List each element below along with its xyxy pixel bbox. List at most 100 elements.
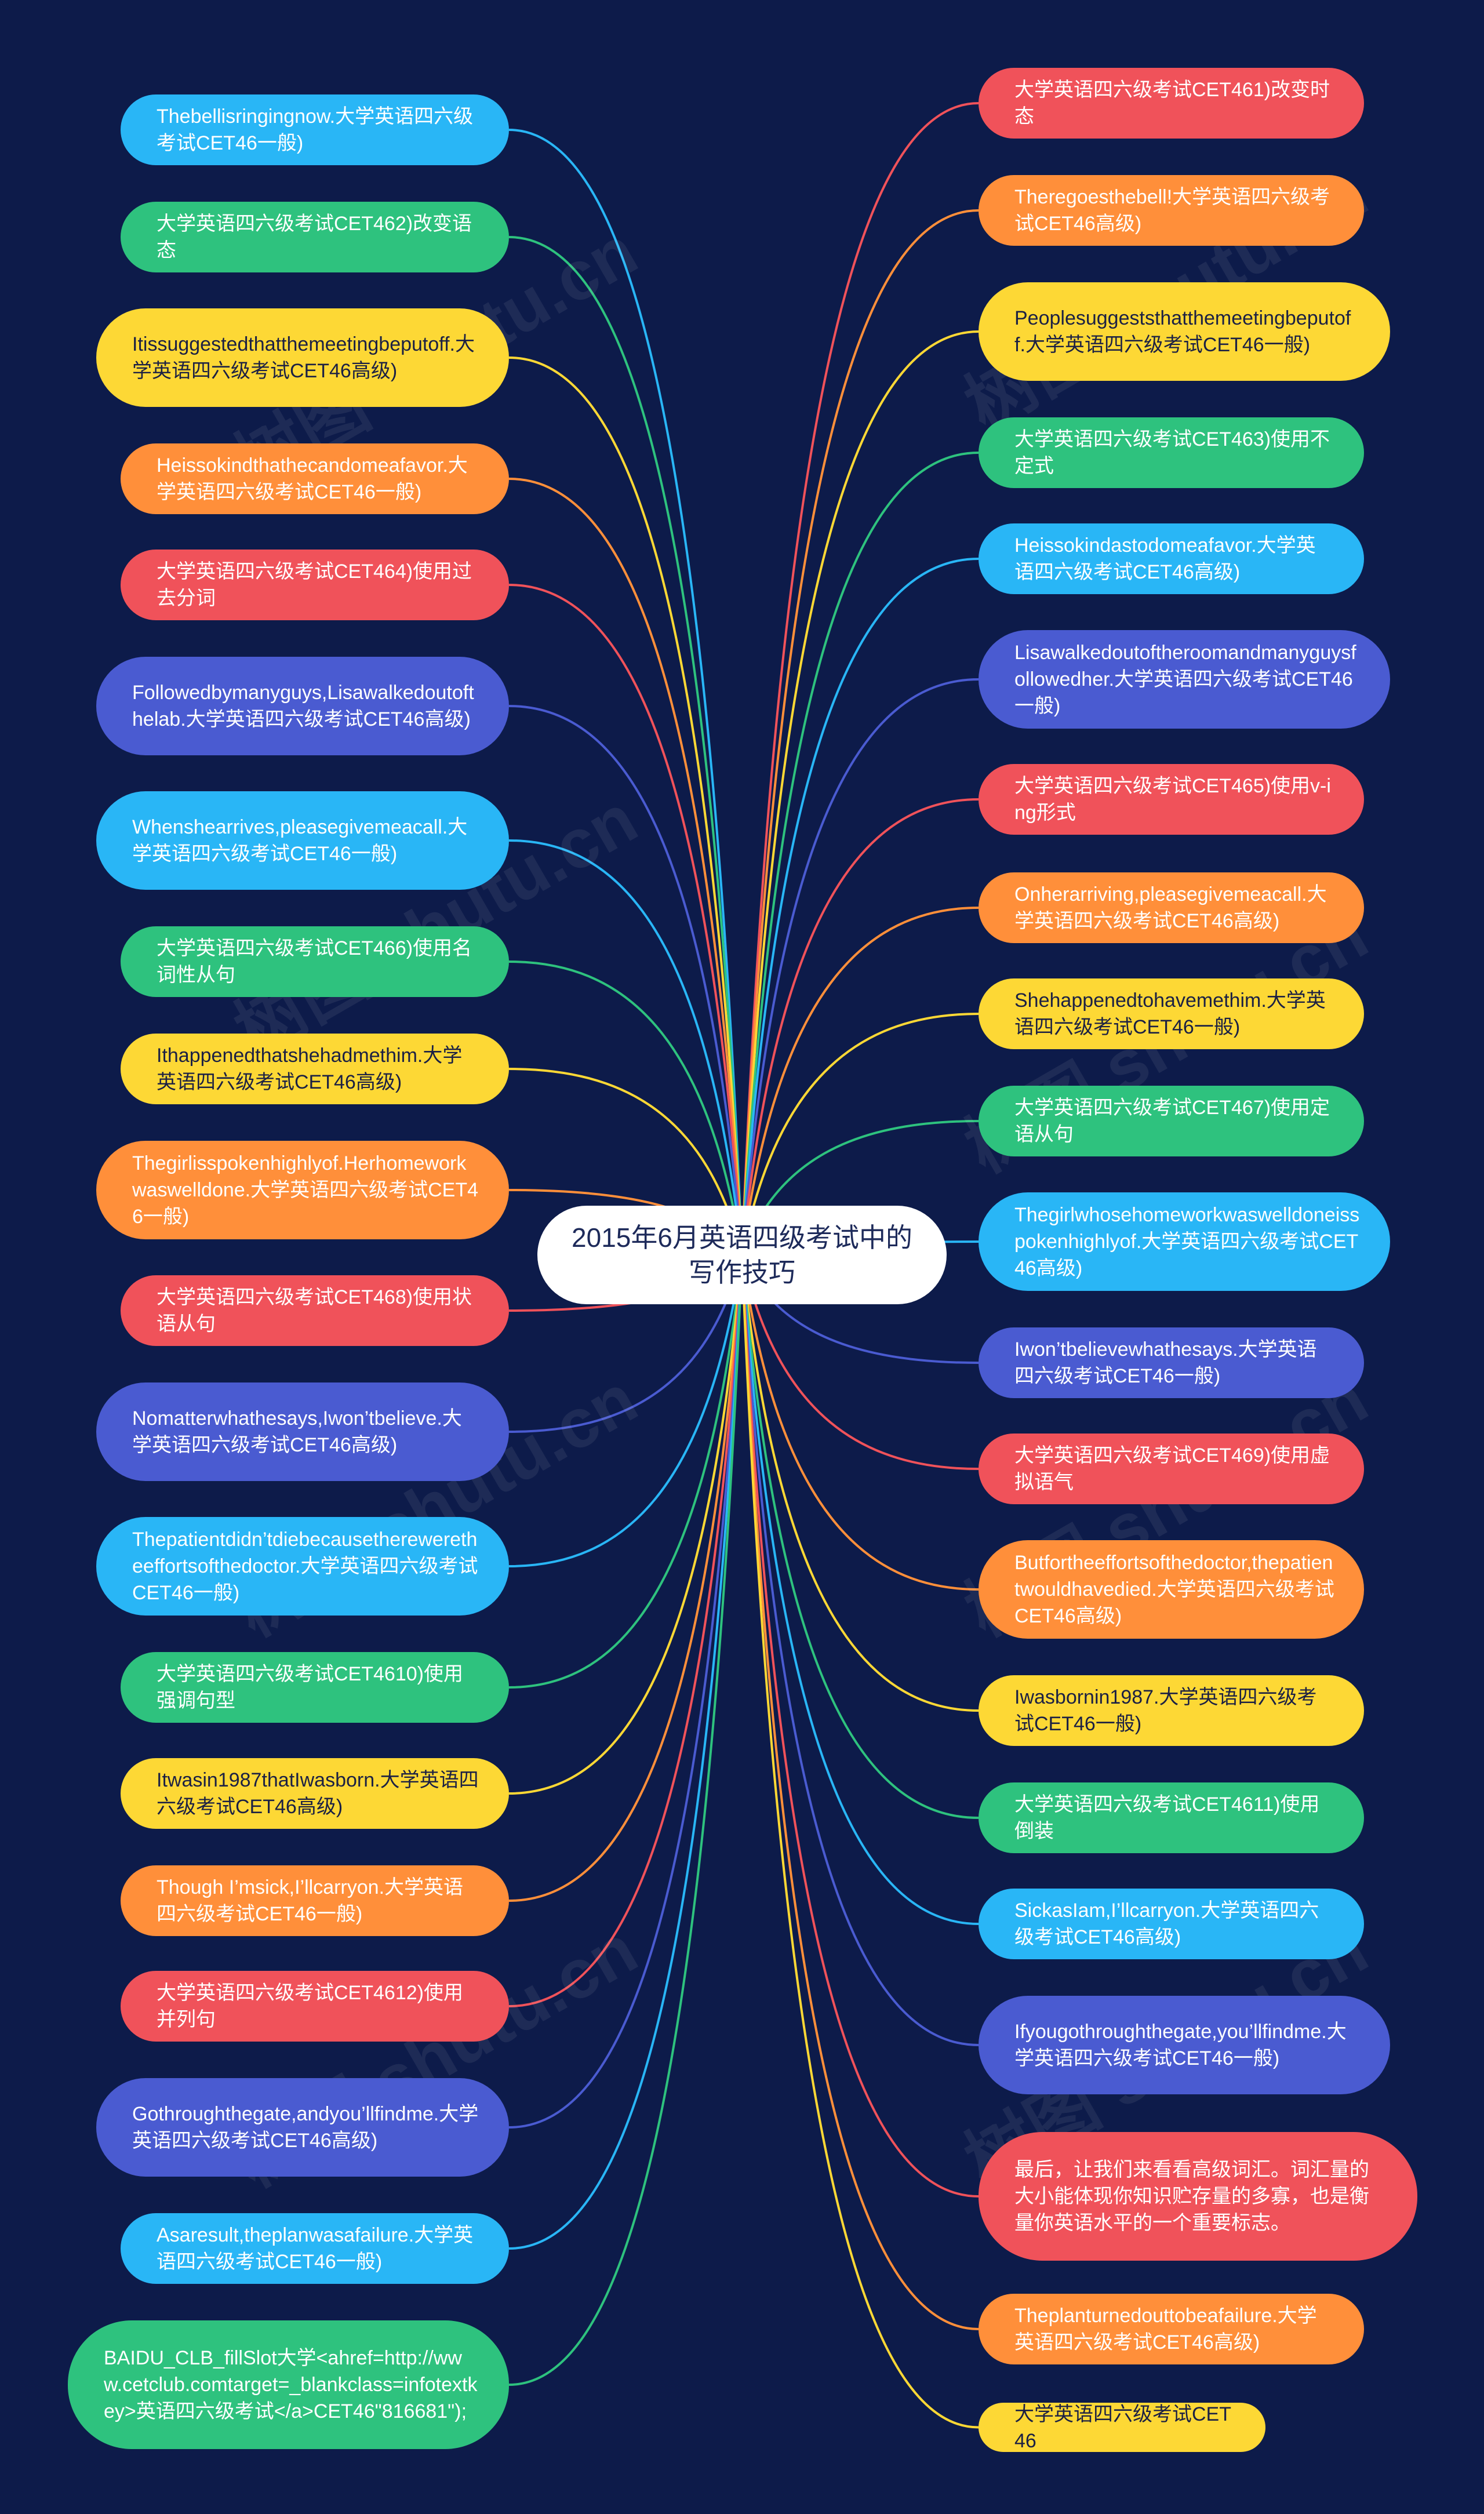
left-branch-node-14[interactable]: 大学英语四六级考试CET4610)使用强调句型: [121, 1652, 509, 1723]
left-connector-16: [508, 1254, 743, 1902]
left-connector-3: [508, 356, 743, 1256]
left-branch-label-17: 大学英语四六级考试CET4612)使用并列句: [157, 1982, 463, 2031]
right-branch-node-17[interactable]: SickasIam,I’llcarryon.大学英语四六级考试CET46高级): [979, 1889, 1364, 1959]
right-branch-node-10[interactable]: 大学英语四六级考试CET467)使用定语从句: [979, 1086, 1364, 1156]
left-branch-node-11[interactable]: 大学英语四六级考试CET468)使用状语从句: [121, 1275, 509, 1346]
right-connector-1: [741, 102, 979, 1256]
left-branch-node-13[interactable]: Thepatientdidn’tdiebecausethereweretheef…: [96, 1517, 509, 1616]
left-branch-node-6[interactable]: Followedbymanyguys,Lisawalkedoutofthelab…: [96, 657, 509, 755]
left-branch-label-6: Followedbymanyguys,Lisawalkedoutofthelab…: [132, 682, 474, 730]
right-branch-node-21[interactable]: 大学英语四六级考试CET46: [979, 2403, 1265, 2452]
left-connector-18: [508, 1254, 743, 2129]
left-branch-node-15[interactable]: Itwasin1987thatIwasborn.大学英语四六级考试CET46高级…: [121, 1758, 509, 1829]
right-branch-label-19: 最后，让我们来看看高级词汇。词汇量的大小能体现你知识贮存量的多寡，也是衡量你英语…: [1014, 2159, 1369, 2234]
right-branch-node-19[interactable]: 最后，让我们来看看高级词汇。词汇量的大小能体现你知识贮存量的多寡，也是衡量你英语…: [979, 2132, 1417, 2261]
left-branch-node-1[interactable]: Thebellisringingnow.大学英语四六级考试CET46一般): [121, 94, 509, 165]
left-branch-node-17[interactable]: 大学英语四六级考试CET4612)使用并列句: [121, 1971, 509, 2042]
right-branch-label-1: 大学英语四六级考试CET461)改变时态: [1014, 79, 1330, 128]
right-branch-node-16[interactable]: 大学英语四六级考试CET4611)使用倒装: [979, 1782, 1364, 1853]
right-connector-21: [741, 1254, 979, 2429]
right-connector-17: [741, 1254, 979, 1925]
right-branch-node-11[interactable]: Thegirlwhosehomeworkwaswelldoneisspokenh…: [979, 1192, 1390, 1291]
right-branch-label-6: Lisawalkedoutoftheroomandmanyguysfollowe…: [1014, 642, 1356, 717]
right-branch-label-10: 大学英语四六级考试CET467)使用定语从句: [1014, 1097, 1330, 1145]
left-branch-label-12: Nomatterwhathesays,Iwon’tbelieve.大学英语四六级…: [132, 1407, 462, 1456]
left-branch-label-14: 大学英语四六级考试CET4610)使用强调句型: [157, 1663, 463, 1712]
left-connector-13: [508, 1254, 743, 1567]
right-branch-label-7: 大学英语四六级考试CET465)使用v-ing形式: [1014, 775, 1331, 824]
right-branch-node-6[interactable]: Lisawalkedoutoftheroomandmanyguysfollowe…: [979, 630, 1390, 729]
left-branch-node-3[interactable]: Itissuggestedthatthemeetingbeputoff.大学英语…: [96, 308, 509, 407]
right-branch-node-5[interactable]: Heissokindastodomeafavor.大学英语四六级考试CET46高…: [979, 523, 1364, 594]
right-connector-6: [741, 678, 979, 1256]
left-branch-label-3: Itissuggestedthatthemeetingbeputoff.大学英语…: [132, 333, 475, 382]
root-topic-label: 2015年6月英语四级考试中的写作技巧: [572, 1223, 912, 1287]
left-branch-label-13: Thepatientdidn’tdiebecausethereweretheef…: [132, 1529, 478, 1604]
left-branch-label-9: Ithappenedthatshehadmethim.大学英语四六级考试CET4…: [157, 1045, 463, 1093]
right-branch-node-13[interactable]: 大学英语四六级考试CET469)使用虚拟语气: [979, 1434, 1364, 1504]
right-connector-19: [741, 1254, 979, 2198]
left-connector-6: [508, 705, 743, 1256]
right-branch-label-21: 大学英语四六级考试CET46: [1014, 2403, 1231, 2452]
left-connector-2: [508, 236, 743, 1256]
right-branch-node-2[interactable]: Theregoesthebell!大学英语四六级考试CET46高级): [979, 175, 1364, 246]
right-branch-label-16: 大学英语四六级考试CET4611)使用倒装: [1014, 1793, 1320, 1842]
right-branch-label-2: Theregoesthebell!大学英语四六级考试CET46高级): [1014, 186, 1330, 235]
left-connector-15: [508, 1254, 743, 1795]
left-branch-node-18[interactable]: Gothroughthegate,andyou’llfindme.大学英语四六级…: [96, 2078, 509, 2177]
left-branch-node-2[interactable]: 大学英语四六级考试CET462)改变语态: [121, 202, 509, 272]
right-branch-node-3[interactable]: Peoplesuggeststhatthemeetingbeputoff.大学英…: [979, 282, 1390, 381]
right-branch-node-18[interactable]: Ifyougothroughthegate,you’llfindme.大学英语四…: [979, 1996, 1390, 2094]
left-branch-node-12[interactable]: Nomatterwhathesays,Iwon’tbelieve.大学英语四六级…: [96, 1382, 509, 1481]
right-branch-node-15[interactable]: Iwasbornin1987.大学英语四六级考试CET46一般): [979, 1675, 1364, 1746]
right-branch-node-14[interactable]: Butfortheeffortsofthedoctor,thepatientwo…: [979, 1540, 1364, 1639]
right-branch-node-12[interactable]: Iwon’tbelievewhathesays.大学英语四六级考试CET46一般…: [979, 1327, 1364, 1398]
right-connector-13: [741, 1254, 979, 1470]
left-branch-node-8[interactable]: 大学英语四六级考试CET466)使用名词性从句: [121, 926, 509, 997]
right-branch-label-14: Butfortheeffortsofthedoctor,thepatientwo…: [1014, 1552, 1334, 1627]
left-connector-12: [508, 1254, 743, 1433]
right-branch-label-11: Thegirlwhosehomeworkwaswelldoneisspokenh…: [1014, 1204, 1360, 1279]
left-branch-node-5[interactable]: 大学英语四六级考试CET464)使用过去分词: [121, 550, 509, 620]
left-branch-node-19[interactable]: Asaresult,theplanwasafailure.大学英语四六级考试CE…: [121, 2213, 509, 2284]
right-connector-2: [741, 209, 979, 1256]
left-branch-node-9[interactable]: Ithappenedthatshehadmethim.大学英语四六级考试CET4…: [121, 1034, 509, 1104]
left-connector-8: [508, 961, 743, 1256]
right-connector-5: [741, 558, 979, 1256]
left-connector-17: [508, 1254, 743, 2007]
left-branch-node-20[interactable]: BAIDU_CLB_fillSlot大学<ahref=http://www.ce…: [68, 2320, 509, 2449]
right-connector-14: [741, 1254, 979, 1591]
left-branch-label-20: BAIDU_CLB_fillSlot大学<ahref=http://www.ce…: [104, 2347, 478, 2422]
right-connector-7: [741, 798, 979, 1256]
left-branch-label-18: Gothroughthegate,andyou’llfindme.大学英语四六级…: [132, 2103, 479, 2152]
root-topic[interactable]: 2015年6月英语四级考试中的写作技巧: [537, 1206, 947, 1304]
right-branch-node-1[interactable]: 大学英语四六级考试CET461)改变时态: [979, 68, 1364, 139]
right-branch-node-7[interactable]: 大学英语四六级考试CET465)使用v-ing形式: [979, 764, 1364, 835]
left-connector-19: [508, 1254, 743, 2250]
left-branch-label-4: Heissokindthathecandomeafavor.大学英语四六级考试C…: [157, 454, 468, 503]
right-connector-4: [741, 452, 979, 1256]
right-branch-node-20[interactable]: Theplanturnedouttobeafailure.大学英语四六级考试CE…: [979, 2294, 1364, 2364]
right-branch-label-20: Theplanturnedouttobeafailure.大学英语四六级考试CE…: [1014, 2305, 1317, 2353]
left-branch-label-5: 大学英语四六级考试CET464)使用过去分词: [157, 561, 472, 609]
left-connector-14: [508, 1254, 743, 1689]
right-branch-label-15: Iwasbornin1987.大学英语四六级考试CET46一般): [1014, 1686, 1317, 1735]
right-branch-label-17: SickasIam,I’llcarryon.大学英语四六级考试CET46高级): [1014, 1900, 1319, 1948]
right-branch-node-9[interactable]: Shehappenedtohavemethim.大学英语四六级考试CET46一般…: [979, 978, 1364, 1049]
left-branch-node-4[interactable]: Heissokindthathecandomeafavor.大学英语四六级考试C…: [121, 443, 509, 514]
right-branch-label-8: Onherarriving,pleasegivemeacall.大学英语四六级考…: [1014, 883, 1327, 932]
right-branch-node-4[interactable]: 大学英语四六级考试CET463)使用不定式: [979, 417, 1364, 488]
right-branch-node-8[interactable]: Onherarriving,pleasegivemeacall.大学英语四六级考…: [979, 872, 1364, 943]
left-connector-4: [508, 478, 743, 1256]
right-connector-8: [741, 907, 979, 1256]
right-connector-20: [741, 1254, 979, 2330]
right-connector-15: [741, 1254, 979, 1712]
left-connector-9: [508, 1068, 743, 1256]
right-branch-label-5: Heissokindastodomeafavor.大学英语四六级考试CET46高…: [1014, 534, 1316, 583]
left-branch-node-7[interactable]: Whenshearrives,pleasegivemeacall.大学英语四六级…: [96, 791, 509, 890]
left-branch-node-10[interactable]: Thegirlisspokenhighlyof.Herhomeworkwaswe…: [96, 1141, 509, 1239]
left-branch-node-16[interactable]: Though I’msick,I’llcarryon.大学英语四六级考试CET4…: [121, 1865, 509, 1936]
right-connector-9: [741, 1013, 979, 1256]
right-branch-label-12: Iwon’tbelievewhathesays.大学英语四六级考试CET46一般…: [1014, 1338, 1317, 1387]
